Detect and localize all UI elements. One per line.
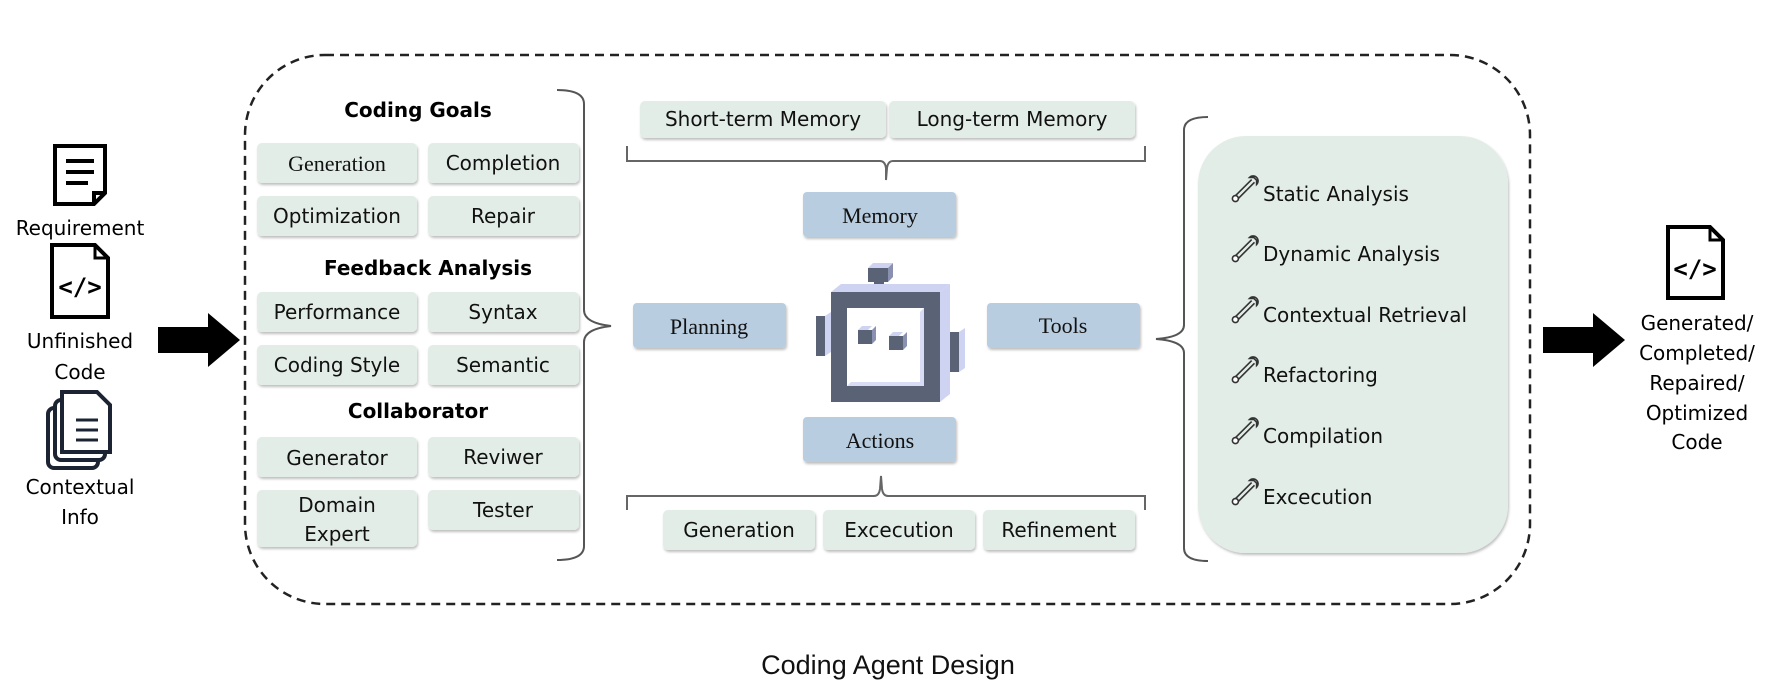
chip-coding-style xyxy=(257,345,417,385)
right-brace xyxy=(1155,116,1209,562)
svg-text:</>: </> xyxy=(1673,255,1716,283)
chip-generator xyxy=(257,437,417,477)
tool-excecution-label: Excecution xyxy=(1263,485,1372,509)
goal-completion-label: Completion xyxy=(446,151,561,175)
chip-optimization xyxy=(257,196,417,236)
feedback-performance-label: Performance xyxy=(274,300,401,324)
goal-repair-label: Repair xyxy=(471,204,536,228)
planning-label: Planning xyxy=(670,314,748,339)
feedback-coding-style-label: Coding Style xyxy=(274,353,400,377)
chip-short-term-memory xyxy=(640,101,886,138)
collaborator-tester-label: Tester xyxy=(472,498,534,522)
chip-reviewer xyxy=(428,437,579,477)
chip-repair xyxy=(428,196,579,236)
svg-text:</>: </> xyxy=(58,273,101,301)
actions-label: Actions xyxy=(846,428,914,453)
wrench-icon xyxy=(1231,356,1259,384)
tools-panel xyxy=(1198,136,1508,553)
collaborator-title: Collaborator xyxy=(348,399,488,423)
long-term-memory-label: Long-term Memory xyxy=(917,107,1108,131)
actions-brace xyxy=(626,475,1146,510)
chip-long-term-memory xyxy=(889,101,1135,138)
output-label-line5: Code xyxy=(1671,430,1722,454)
chip-tester xyxy=(428,490,579,530)
collaborator-domain-label: Domain xyxy=(298,493,376,517)
wrench-icon xyxy=(1231,235,1259,263)
tool-compilation-label: Compilation xyxy=(1263,424,1383,448)
action-refinement-label: Refinement xyxy=(1001,518,1116,542)
tools-box xyxy=(987,303,1140,348)
chip-performance xyxy=(257,292,417,332)
chip-syntax xyxy=(428,292,579,332)
coding-goals-title: Coding Goals xyxy=(344,98,492,122)
wrench-icon xyxy=(1231,296,1259,324)
actions-box xyxy=(803,417,956,462)
input-arrow-icon xyxy=(158,313,240,367)
output-label-line3: Repaired/ xyxy=(1649,371,1745,395)
tool-contextual-retrieval-label: Contextual Retrieval xyxy=(1263,303,1467,327)
goal-optimization-label: Optimization xyxy=(273,204,401,228)
output-label-line4: Optimized xyxy=(1646,401,1748,425)
chip-action-refinement xyxy=(983,510,1135,550)
output-label-line2: Completed/ xyxy=(1639,341,1755,365)
feedback-analysis-title: Feedback Analysis xyxy=(324,256,532,280)
action-excecution-label: Excecution xyxy=(844,518,953,542)
tool-dynamic-analysis-label: Dynamic Analysis xyxy=(1263,242,1440,266)
feedback-syntax-label: Syntax xyxy=(468,300,537,324)
left-brace xyxy=(556,89,612,561)
action-generation-label: Generation xyxy=(683,518,795,542)
feedback-semantic-label: Semantic xyxy=(456,353,550,377)
memory-label: Memory xyxy=(842,203,918,228)
memory-box xyxy=(803,192,956,237)
robot-agent-icon xyxy=(816,263,965,402)
output-arrow-icon xyxy=(1543,313,1625,367)
requirement-label: Requirement xyxy=(16,216,145,240)
chip-action-excecution xyxy=(823,510,975,550)
short-term-memory-label: Short-term Memory xyxy=(665,107,861,131)
wrench-icon xyxy=(1231,175,1259,203)
agent-boundary xyxy=(243,53,1532,606)
stacked-documents-icon xyxy=(46,390,112,470)
collaborator-generator-label: Generator xyxy=(286,446,388,470)
goal-generation-label: Generation xyxy=(288,151,386,176)
diagram-caption: Coding Agent Design xyxy=(761,650,1015,680)
chip-domain-expert xyxy=(257,490,417,547)
planning-box xyxy=(633,303,786,348)
tool-static-analysis-label: Static Analysis xyxy=(1263,182,1409,206)
wrench-icon xyxy=(1231,478,1259,506)
unfinished-code-label-line2: Code xyxy=(54,360,105,384)
tool-icons-group xyxy=(1231,175,1259,506)
unfinished-code-label-line1: Unfinished xyxy=(27,329,133,353)
tools-label: Tools xyxy=(1039,313,1088,338)
chip-generation-goal xyxy=(257,143,417,183)
tool-refactoring-label: Refactoring xyxy=(1263,363,1378,387)
chip-semantic xyxy=(428,345,579,385)
output-label-line1: Generated/ xyxy=(1641,311,1754,335)
memory-brace xyxy=(626,146,1146,181)
code-file-icon: </> xyxy=(50,243,110,319)
output-code-file-icon: </> xyxy=(1666,225,1725,300)
wrench-icon xyxy=(1231,417,1259,445)
contextual-info-label-line2: Info xyxy=(61,505,99,529)
contextual-info-label-line1: Contextual xyxy=(26,475,135,499)
requirement-document-icon xyxy=(53,144,107,206)
collaborator-reviewer-label: Reviwer xyxy=(463,445,543,469)
collaborator-expert-label: Expert xyxy=(304,522,370,546)
chip-action-generation xyxy=(663,510,815,550)
chip-completion xyxy=(428,143,579,183)
